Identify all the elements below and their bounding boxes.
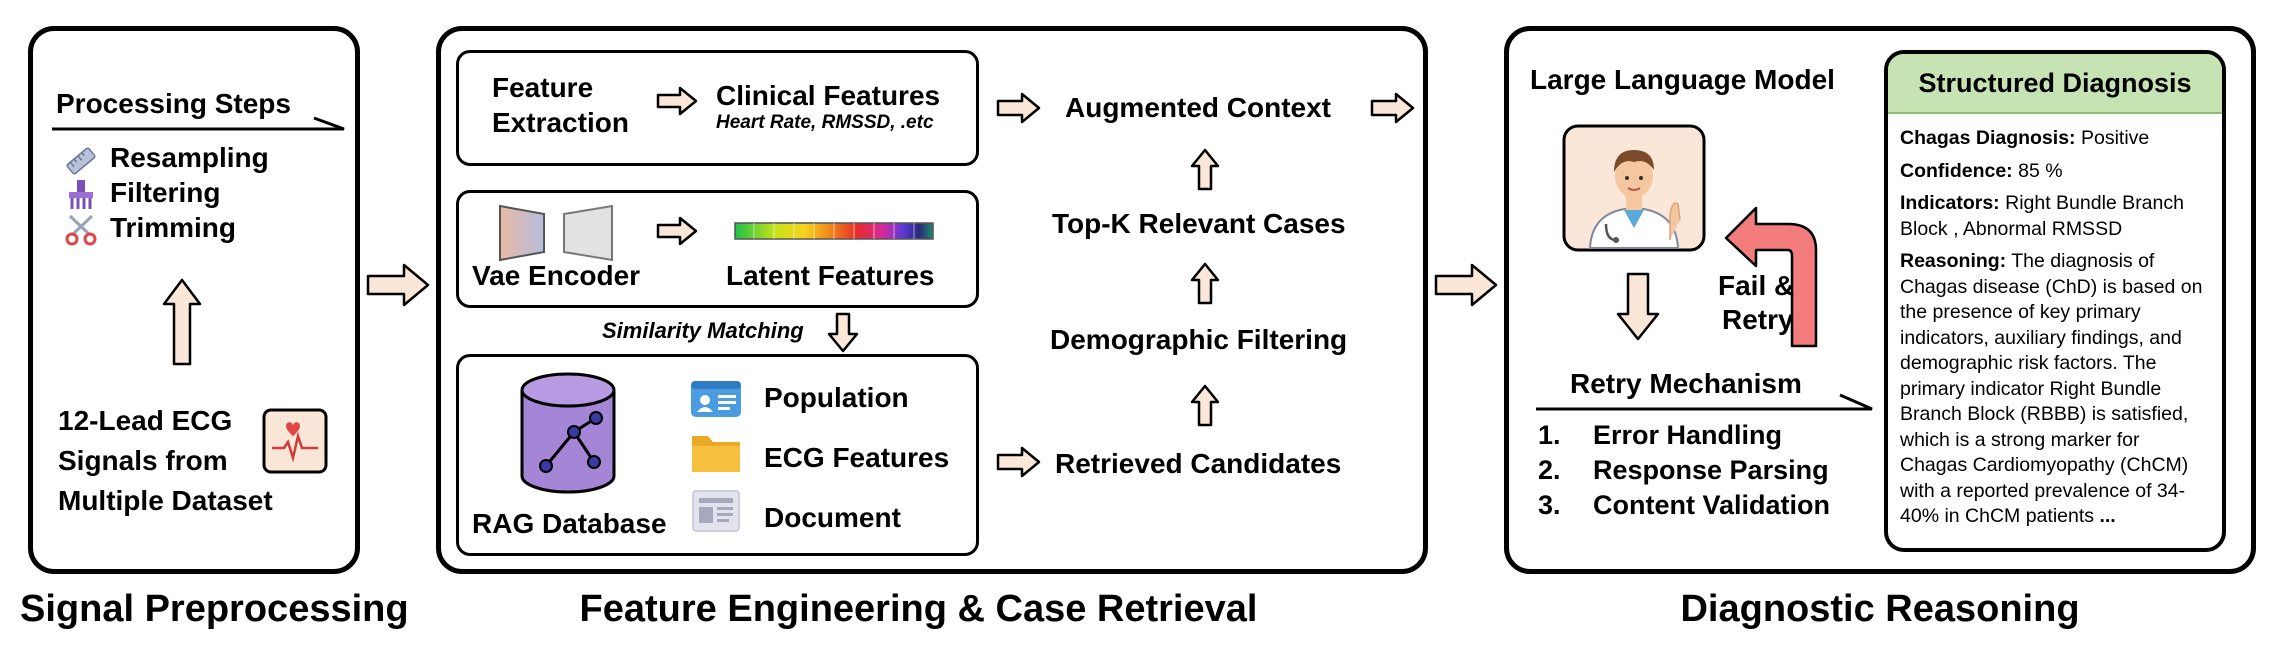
arrow-extraction-to-clinical [656, 86, 698, 116]
ecg-input-line-2: Signals from [58, 445, 228, 476]
retry-item-label: Content Validation [1593, 490, 1831, 520]
indicators-row: Indicators: Right Bundle Branch Block , … [1900, 191, 2212, 242]
reasoning-label: Reasoning: [1900, 250, 2007, 272]
filter-brush-icon [69, 180, 93, 209]
reasoning-row: Reasoning: The diagnosis of Chagas disea… [1900, 249, 2212, 530]
diagnostic-reasoning-title: Diagnostic Reasoning [1680, 588, 2080, 630]
step-trimming: Trimming [110, 212, 237, 243]
retry-arrow-icon [1724, 206, 1818, 348]
id-card-icon [691, 381, 741, 417]
confidence-row: Confidence: 85 % [1900, 159, 2212, 185]
llm-label: Large Language Model [1530, 64, 1835, 95]
chagas-diagnosis-label: Chagas Diagnosis: [1900, 127, 2076, 149]
arrow-preprocessing-to-features [366, 263, 430, 307]
retry-item-label: Response Parsing [1593, 455, 1829, 485]
arrow-retrieved-up [1190, 384, 1220, 427]
processing-steps-underline [52, 116, 345, 131]
retry-item-number: 1. [1538, 420, 1561, 450]
similarity-matching-label: Similarity Matching [602, 318, 804, 343]
ecg-input-line-1: 12-Lead ECG [58, 405, 233, 436]
retry-item-number: 3. [1538, 490, 1561, 520]
step-filtering: Filtering [110, 177, 221, 208]
step-resampling: Resampling [110, 142, 269, 173]
arrow-topk-up [1190, 148, 1220, 191]
arrow-vae-to-latent [656, 216, 698, 246]
reasoning-ellipsis: ... [2099, 505, 2116, 527]
arrow-llm-to-retry [1616, 272, 1660, 341]
signal-preprocessing-title: Signal Preprocessing [20, 588, 409, 630]
retry-item-number: 2. [1538, 455, 1561, 485]
arrow-features-to-reasoning [1434, 263, 1498, 307]
demographic-filtering-label: Demographic Filtering [1050, 324, 1348, 355]
retry-item-1: 1. Error Handling [1538, 420, 1782, 451]
latent-features-label: Latent Features [726, 260, 935, 291]
arrow-clinical-to-context [996, 92, 1041, 124]
ecg-monitor-icon [262, 408, 328, 474]
retry-mechanism-underline [1536, 393, 1873, 411]
fail-retry-line-1: Fail & [1718, 270, 1795, 301]
latent-features-bar [734, 222, 934, 240]
retrieved-candidates-label: Retrieved Candidates [1055, 448, 1342, 479]
scissors-icon [65, 214, 97, 246]
retry-mechanism-heading: Retry Mechanism [1570, 368, 1802, 399]
chagas-diagnosis-value: Positive [2080, 127, 2150, 149]
arrow-similarity-down [827, 312, 859, 353]
indicators-label: Indicators: [1900, 192, 2000, 214]
folder-icon [692, 436, 740, 472]
retry-item-label: Error Handling [1593, 420, 1783, 450]
vae-encoder-label: Vae Encoder [472, 260, 641, 291]
up-arrow-preprocessing [162, 278, 202, 366]
document-icon [692, 490, 740, 532]
ecg-input-line-3: Multiple Dataset [58, 485, 273, 516]
chagas-diagnosis-row: Chagas Diagnosis: Positive [1900, 126, 2212, 152]
arrow-context-out [1370, 92, 1415, 124]
db-item-ecg-features: ECG Features [764, 442, 950, 473]
fail-retry-line-2: Retry [1722, 304, 1794, 335]
retry-item-2: 2. Response Parsing [1538, 455, 1829, 486]
arrow-db-to-retrieved [996, 446, 1041, 478]
ruler-icon [66, 147, 96, 175]
rag-database-icon [520, 372, 616, 494]
doctor-icon [1562, 124, 1706, 252]
top-k-relevant-cases-label: Top-K Relevant Cases [1052, 208, 1346, 239]
confidence-value: 85 % [2018, 159, 2063, 182]
structured-diagnosis-body: Chagas Diagnosis: Positive Confidence: 8… [1888, 114, 2222, 530]
feature-extraction-box [456, 50, 979, 166]
reasoning-value: The diagnosis of Chagas disease (ChD) is… [1900, 250, 2203, 527]
clinical-features-examples: Heart Rate, RMSSD, .etc [716, 112, 934, 133]
indicators-value: Right Bundle Branch Block , Abnormal RMS… [1900, 192, 2184, 240]
feature-extraction-line-2: Extraction [492, 107, 629, 138]
clinical-features-label: Clinical Features [716, 80, 941, 111]
vae-encoder-icon [499, 204, 613, 262]
feature-engineering-title: Feature Engineering & Case Retrieval [579, 588, 1258, 630]
rag-database-label: RAG Database [472, 508, 667, 539]
structured-diagnosis-card: Structured Diagnosis Chagas Diagnosis: P… [1884, 50, 2226, 552]
augmented-context-label: Augmented Context [1065, 92, 1331, 123]
structured-diagnosis-title: Structured Diagnosis [1888, 54, 2222, 114]
retry-item-3: 3. Content Validation [1538, 490, 1830, 521]
db-item-document: Document [764, 502, 901, 533]
feature-extraction-line-1: Feature [492, 72, 594, 103]
db-item-population: Population [764, 382, 909, 413]
arrow-demographic-up [1190, 262, 1220, 305]
processing-steps-heading: Processing Steps [56, 88, 291, 119]
confidence-label: Confidence: [1900, 159, 2013, 182]
